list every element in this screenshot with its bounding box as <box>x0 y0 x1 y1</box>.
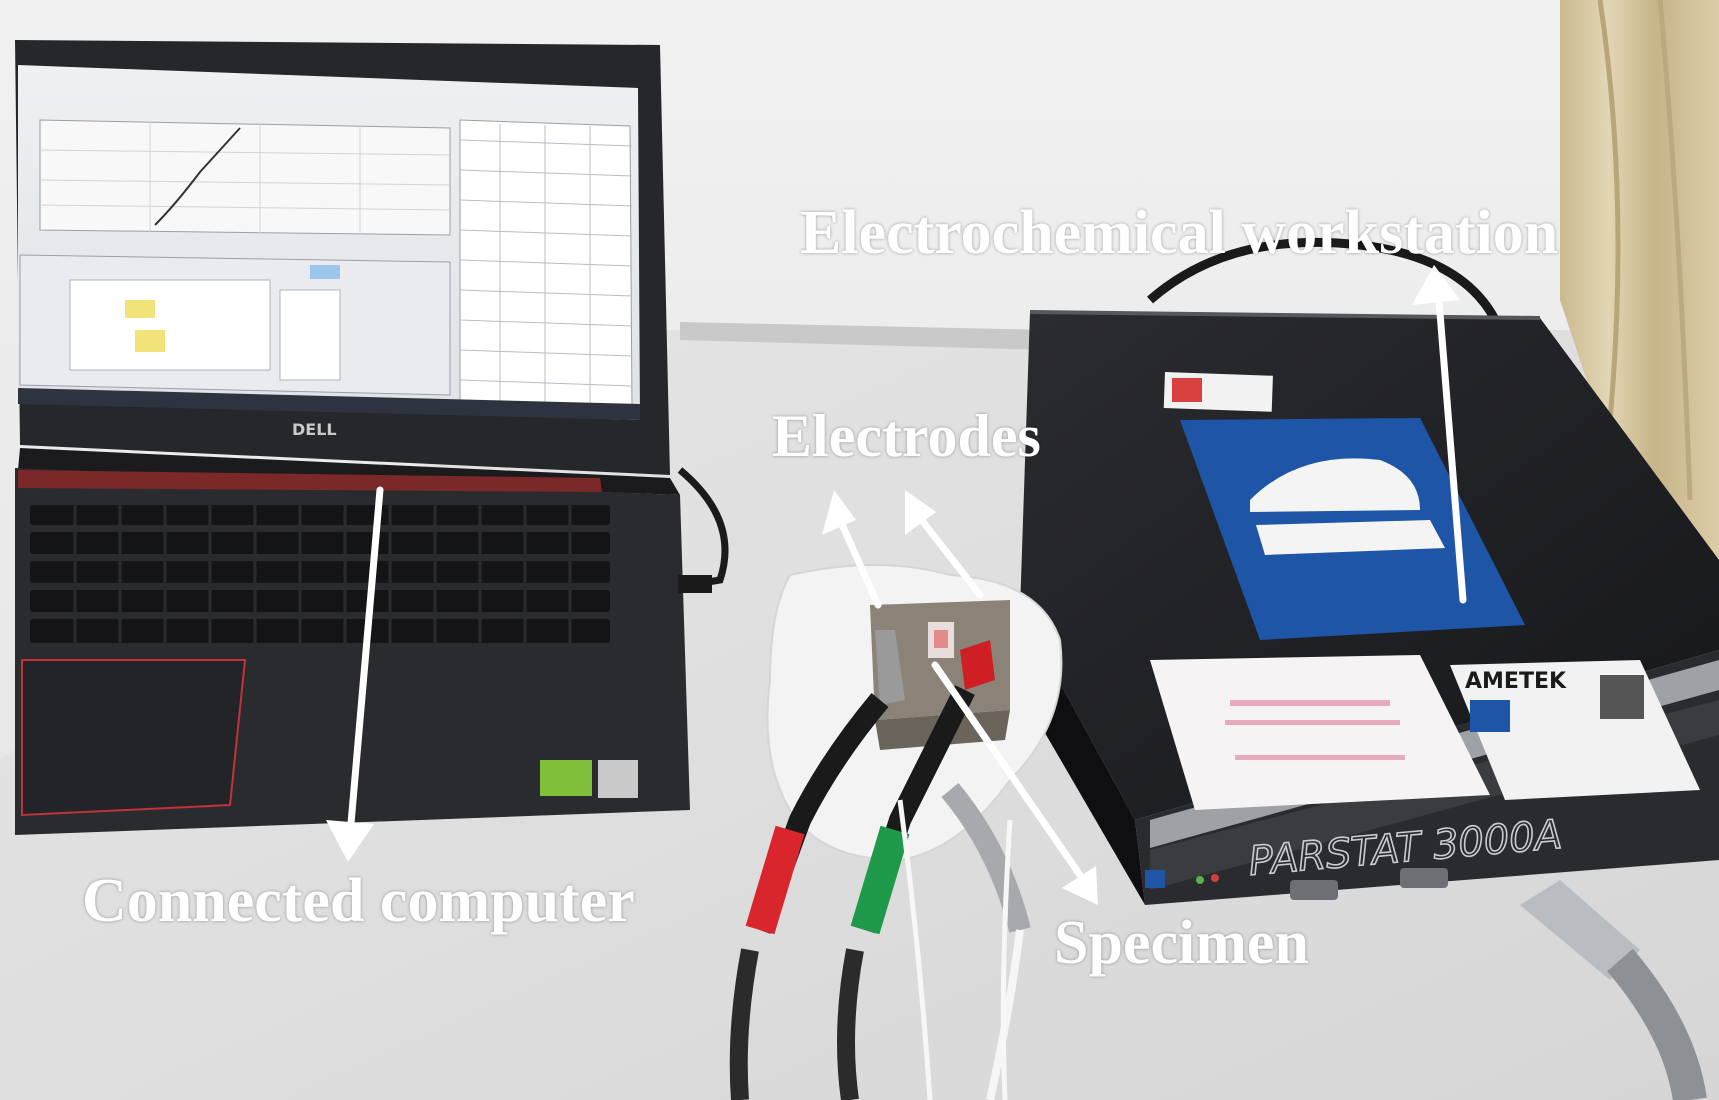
desk-rail <box>680 322 1050 350</box>
data-cable <box>1607 948 1707 1100</box>
electrode-leads-illustration <box>729 564 1063 1100</box>
electrodes-label: Electrodes <box>772 403 1041 469</box>
laptop-brand: DELL <box>292 420 337 439</box>
specimen-label: Specimen <box>1054 909 1309 977</box>
curtain <box>1560 0 1719 620</box>
instrument-illustration: AMETEK PARSTAT 3000A <box>1020 310 1719 1100</box>
ametek-brand: AMETEK <box>1465 669 1567 694</box>
workstation-label: Electrochemical workstation <box>800 199 1559 267</box>
specimen-block <box>870 600 1010 720</box>
computer-label: Connected computer <box>82 867 635 935</box>
instrument-cable <box>1147 237 1505 332</box>
arrow-icon <box>326 265 1467 905</box>
laptop-illustration: DELL <box>15 40 729 835</box>
usb-cable <box>677 467 729 589</box>
